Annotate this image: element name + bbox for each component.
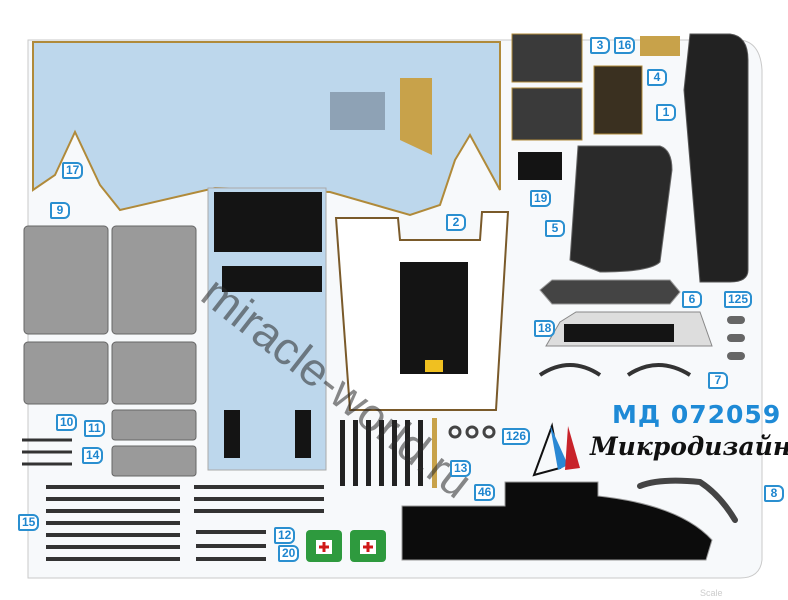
part-label-8: 8: [764, 485, 784, 502]
part-label-20: 20: [278, 545, 300, 562]
part-label-7: 7: [708, 372, 728, 389]
part-label-9: 9: [50, 202, 70, 219]
part-label-5: 5: [545, 220, 565, 237]
window-left: [224, 410, 240, 458]
part-label-15: 15: [18, 514, 40, 531]
part-13-rungs: [340, 418, 437, 488]
part-1: [683, 33, 749, 283]
gray-block-part: [330, 92, 385, 130]
part-15-bars: [46, 485, 180, 561]
brass-part: [400, 78, 432, 155]
part-label-6: 6: [682, 291, 702, 308]
part-label-18: 18: [534, 320, 556, 337]
part-label-126: 126: [502, 428, 531, 445]
part-label-12: 12: [274, 527, 296, 544]
product-code: МД 072059: [612, 400, 782, 429]
part-label-46: 46: [474, 484, 496, 501]
part-label-11: 11: [84, 420, 105, 437]
brand-name: Микродизайн: [590, 432, 788, 461]
first-aid-kits-part-20: [306, 530, 386, 562]
yellow-placard: [425, 360, 443, 372]
part-5: [569, 145, 673, 273]
part-4: [593, 65, 643, 135]
part-125-rings: [727, 316, 745, 360]
instrument-panel-upper: [214, 192, 322, 252]
part-label-16: 16: [614, 37, 636, 54]
hull-silhouette-part-46: [401, 481, 713, 561]
part-label-17: 17: [62, 162, 84, 179]
part-label-19: 19: [530, 190, 552, 207]
part-18-panel: [564, 324, 674, 342]
part-3: [511, 33, 583, 83]
microdesign-logo: [532, 422, 580, 477]
part-12-bars: [194, 485, 324, 561]
part-19: [518, 152, 562, 180]
part-label-3: 3: [590, 37, 610, 54]
part-label-125: 125: [724, 291, 753, 308]
part-label-2: 2: [446, 214, 466, 231]
instrument-panel-lower: [222, 266, 322, 292]
mesh-grids-part-9: [23, 225, 197, 477]
window-right: [295, 410, 311, 458]
part-label-1: 1: [656, 104, 676, 121]
part-3b: [511, 87, 583, 141]
part-6: [539, 279, 681, 305]
parts-10-11-14-clips: [22, 438, 72, 466]
part-16: [640, 36, 680, 56]
part-label-13: 13: [450, 460, 472, 477]
part-7-brackets: [538, 363, 692, 377]
corner-watermark: Scale: [700, 588, 723, 598]
part-label-14: 14: [82, 447, 104, 464]
part-label-10: 10: [56, 414, 78, 431]
pipe-part-8: [637, 477, 738, 523]
part-126-hooks: [448, 425, 496, 439]
blue-frame-part-17: [32, 41, 501, 217]
part-label-4: 4: [647, 69, 667, 86]
instrument-cluster-part-2: [400, 262, 468, 374]
